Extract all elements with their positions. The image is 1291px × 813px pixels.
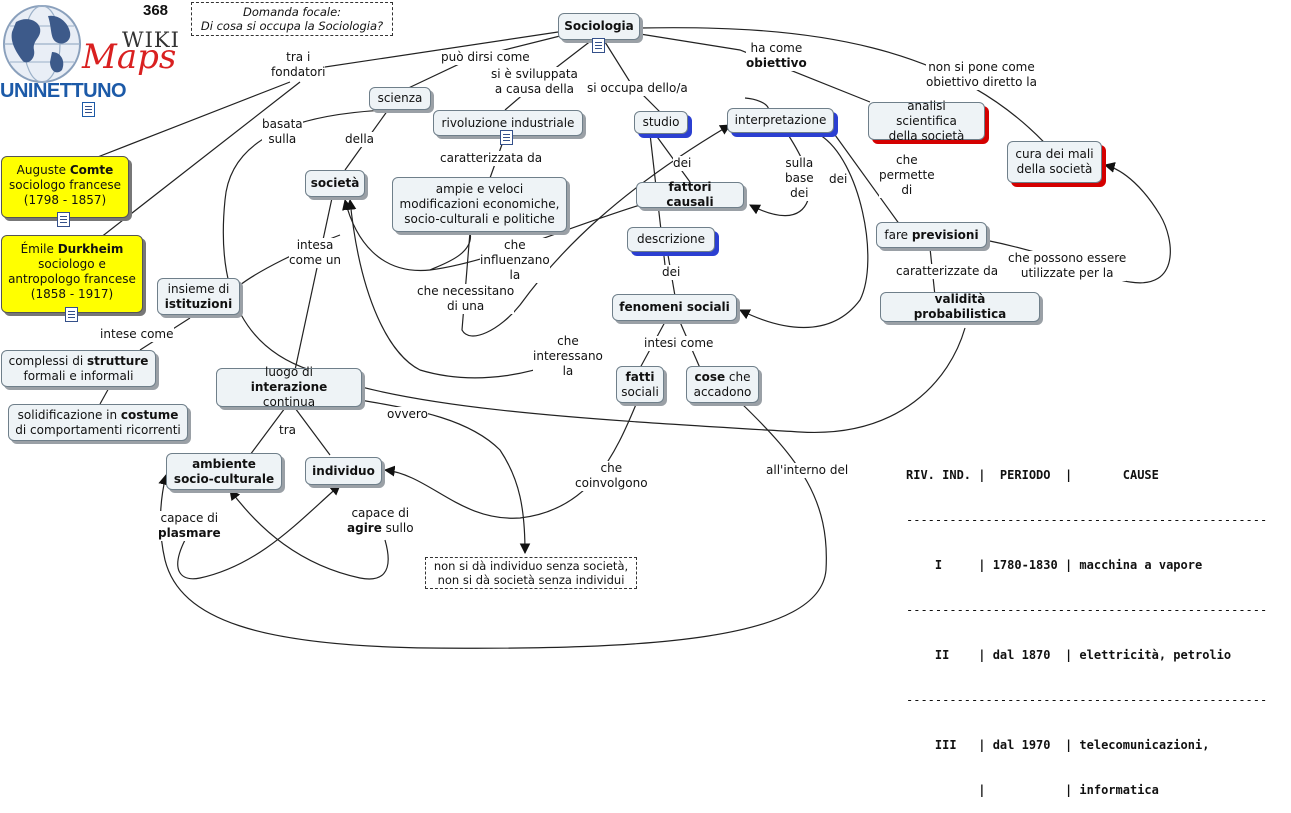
table-separator: ----------------------------------------… <box>906 603 1268 617</box>
page-number: 368 <box>143 2 169 19</box>
table-separator: ----------------------------------------… <box>906 693 1268 707</box>
table-header: RIV. IND. | PERIODO | CAUSE <box>906 468 1159 482</box>
node-solidificazione-costume[interactable]: solidificazione in costume di comportame… <box>8 404 188 441</box>
node-ampie-modificazioni[interactable]: ampie e veloci modificazioni economiche,… <box>392 177 567 232</box>
document-icon[interactable] <box>592 38 605 53</box>
label-intesi-come: intesi come <box>644 336 714 351</box>
map-link-icon[interactable] <box>82 102 95 117</box>
node-studio[interactable]: studio <box>634 111 688 134</box>
label-caratterizzate-da: caratterizzate da <box>896 264 999 279</box>
logo-wiki-text: WIKI <box>122 28 180 52</box>
label-tra: tra <box>279 423 296 438</box>
node-cose-che-accadono[interactable]: cose che accadono <box>686 366 759 403</box>
label-intese-come: intese come <box>100 327 174 342</box>
logo-uninettuno-text: UNINETTUNO <box>0 80 127 102</box>
globe-icon <box>3 5 81 83</box>
label-caratterizzata-da: caratterizzata da <box>440 151 543 166</box>
node-interpretazione[interactable]: interpretazione <box>727 108 834 133</box>
node-fenomeni-sociali[interactable]: fenomeni sociali <box>612 294 737 321</box>
label-dei: dei <box>673 156 692 171</box>
connector-lines <box>89 27 1171 649</box>
label-si-occupa: si occupa dello/a <box>587 81 688 96</box>
document-icon[interactable] <box>65 307 78 322</box>
node-fattori-causali[interactable]: fattori causali <box>636 180 744 209</box>
node-individuo[interactable]: individuo <box>305 457 382 485</box>
node-auguste-comte[interactable]: Auguste Comte sociologo francese (1798 -… <box>1 156 129 218</box>
logo-maps-text: Maps <box>82 37 177 77</box>
node-societa[interactable]: società <box>305 170 365 197</box>
node-fare-previsioni[interactable]: fare previsioni <box>876 222 987 248</box>
label-della: della <box>345 132 375 147</box>
wikimaps-logo: WIKI Maps UNINETTUNO <box>0 0 190 118</box>
node-descrizione[interactable]: descrizione <box>627 227 715 252</box>
table-row: II | dal 1870 | elettricità, petrolio <box>906 648 1232 662</box>
label-all-interno-del: all'interno del <box>766 463 849 478</box>
node-complessi-strutture[interactable]: complessi di strutture formali e informa… <box>1 350 156 387</box>
focal-line-1: Domanda focale: <box>242 5 342 19</box>
document-icon[interactable] <box>57 212 70 227</box>
label-ovvero: ovvero <box>387 407 428 422</box>
table-separator: ----------------------------------------… <box>906 513 1268 527</box>
rivoluzioni-table: RIV. IND. | PERIODO | CAUSE ------------… <box>906 438 1267 813</box>
table-row: III | dal 1970 | telecomunicazioni, <box>906 738 1210 752</box>
node-validita-probabilistica[interactable]: validità probabilistica <box>880 292 1040 322</box>
node-sociologia[interactable]: Sociologia <box>558 13 640 40</box>
node-luogo-interazione[interactable]: luogo di interazione continua <box>216 365 362 409</box>
label-puo-dirsi-come: può dirsi come <box>441 50 530 65</box>
focal-line-2: Di cosa si occupa la Sociologia? <box>200 19 384 33</box>
focal-question: Domanda focale: Di cosa si occupa la Soc… <box>191 2 393 36</box>
document-icon[interactable] <box>500 130 513 145</box>
node-scienza[interactable]: scienza <box>369 87 431 110</box>
node-non-si-da: non si dà individuo senza società, non s… <box>425 557 637 589</box>
label-dei-3: dei <box>662 265 681 280</box>
table-row: I | 1780-1830 | macchina a vapore <box>906 558 1203 572</box>
table-row: | | informatica <box>906 783 1159 797</box>
label-dei-2: dei <box>829 172 848 187</box>
node-emile-durkheim[interactable]: Émile Durkheim sociologo e antropologo f… <box>1 235 143 313</box>
